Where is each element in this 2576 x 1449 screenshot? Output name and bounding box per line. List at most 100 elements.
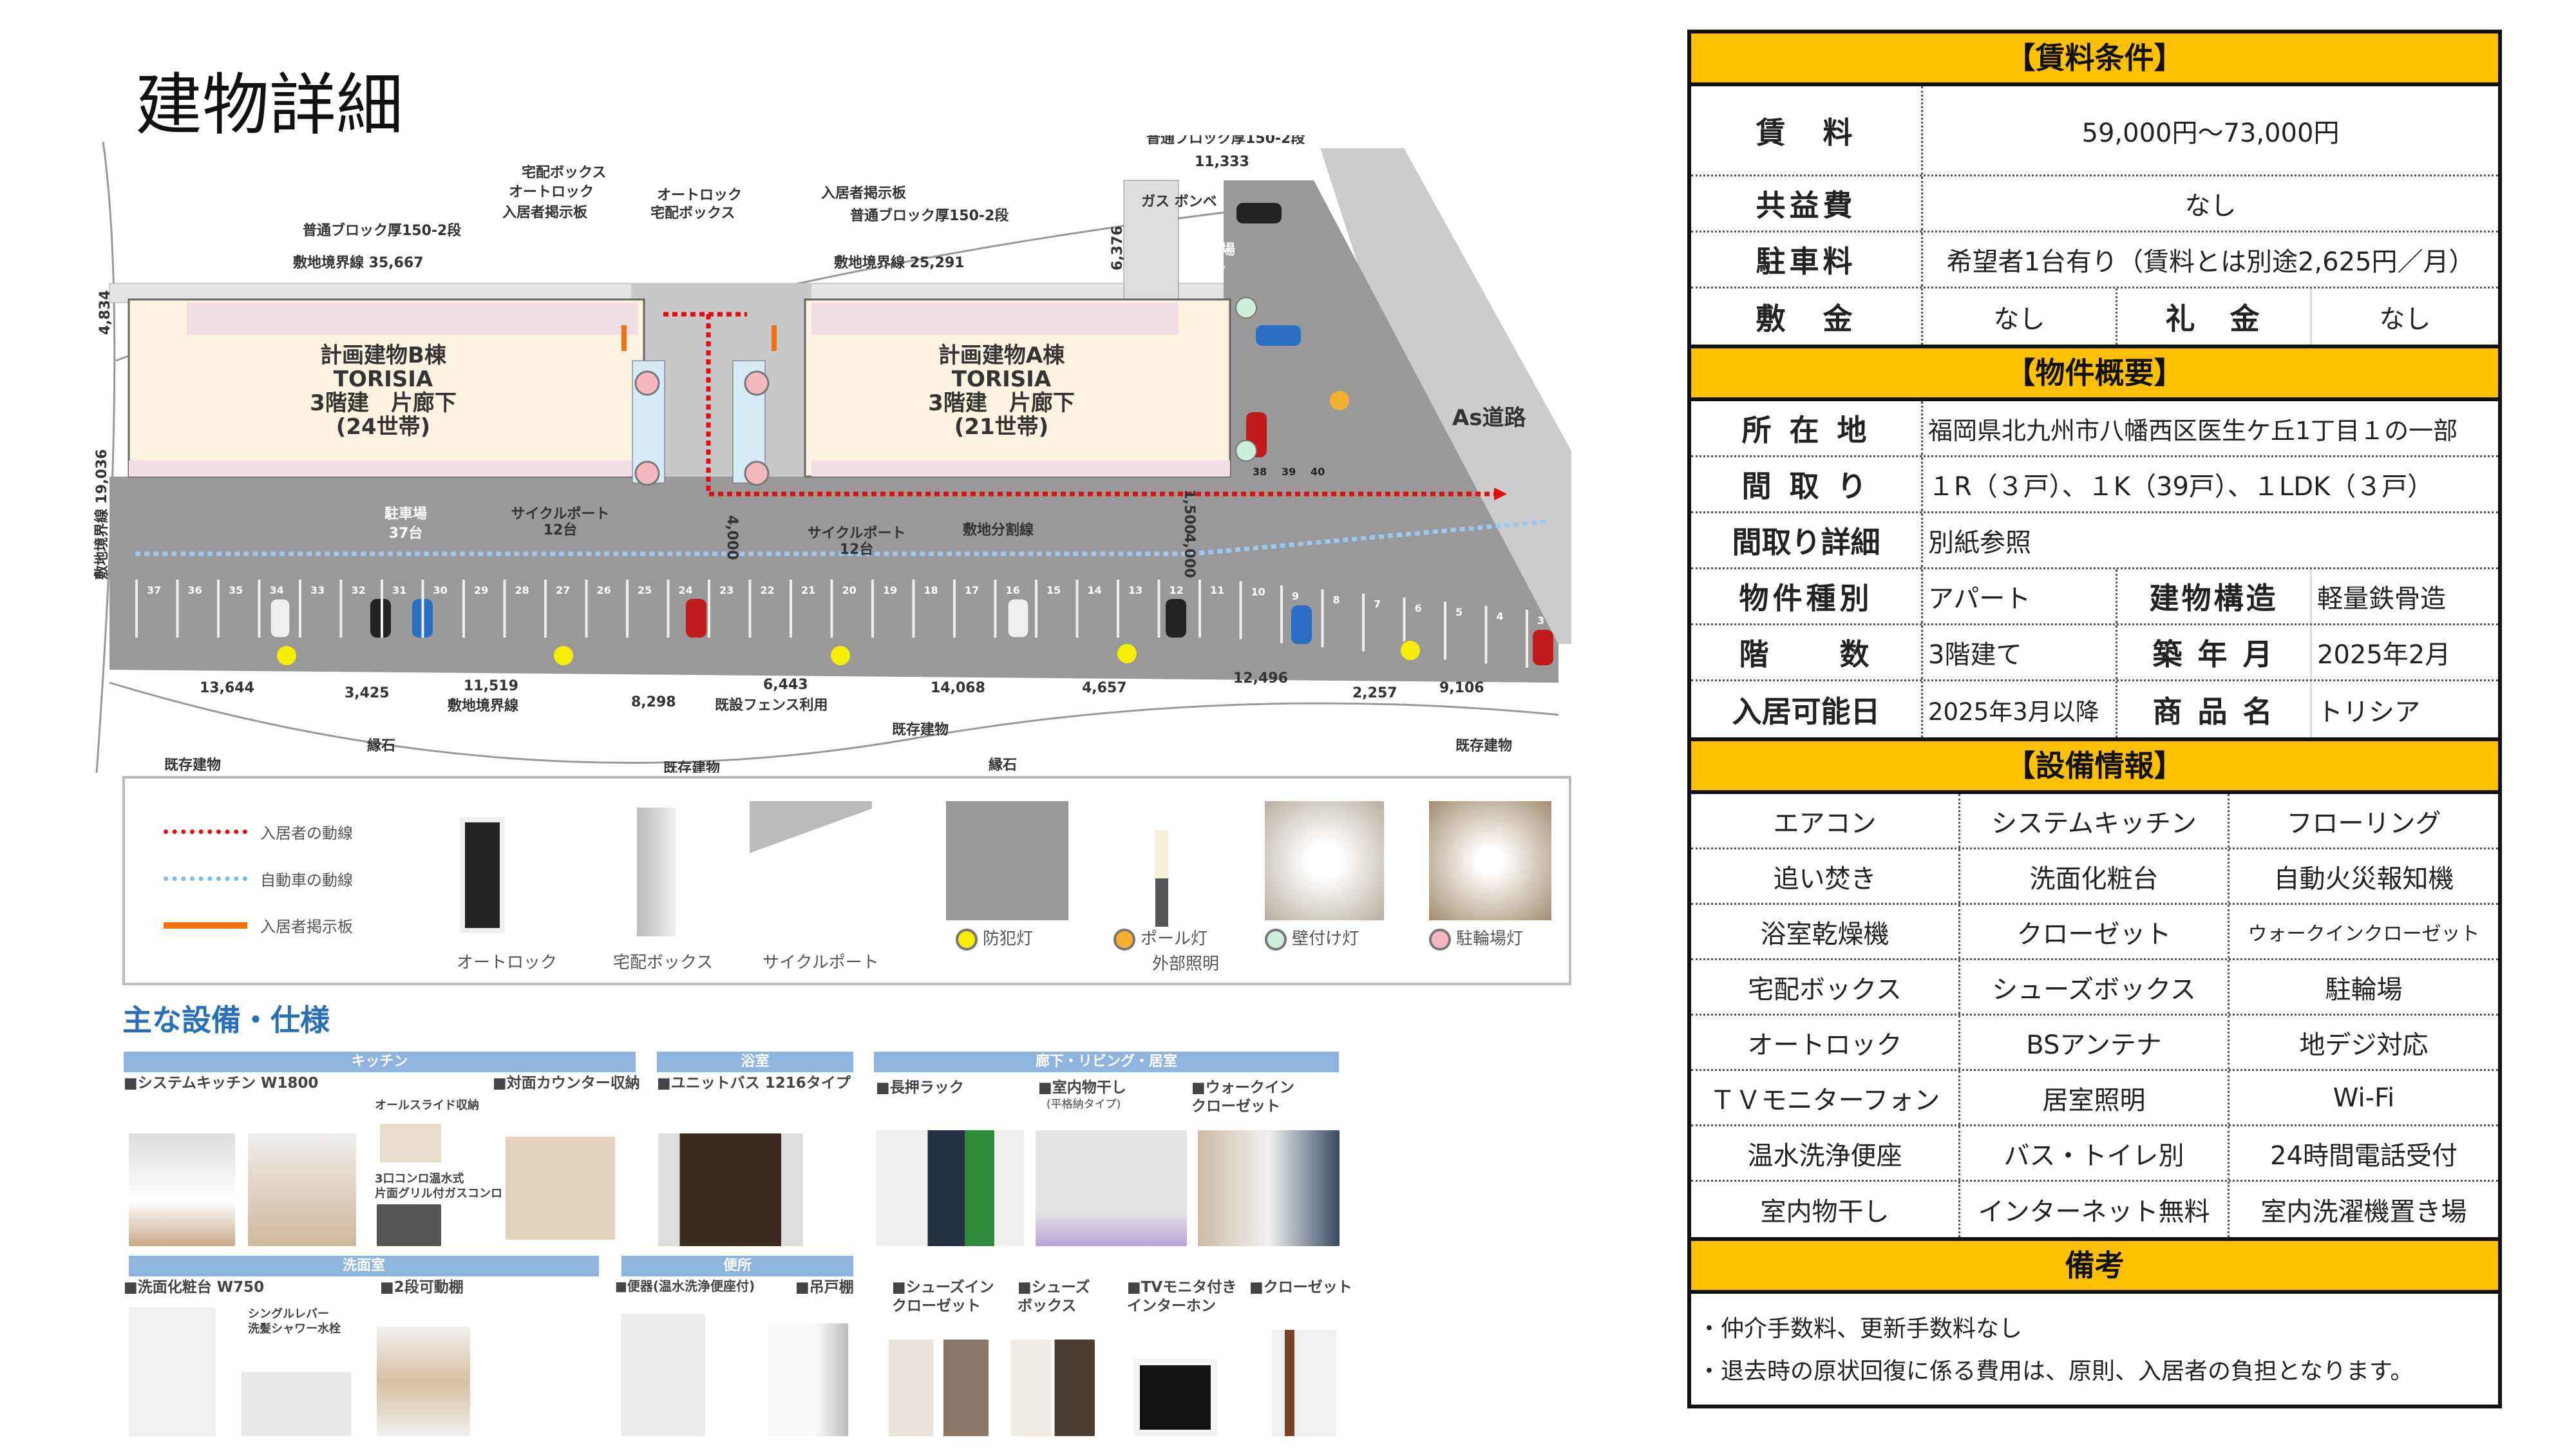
row-address: 所 在 地福岡県北九州市八幡西区医生ケ丘1丁目１の一部 <box>1691 401 2498 457</box>
dim-bottom: 14,068 <box>931 680 985 696</box>
dim-bottom: 9,106 <box>1439 680 1484 696</box>
stall-number: 18 <box>924 584 938 596</box>
page-title: 建物詳細 <box>135 66 404 144</box>
remarks: ・仲介手数料、更新手数料なし ・退去時の原状回復に係る費用は、原則、入居者の負担… <box>1691 1294 2498 1405</box>
equipment-item: エアコン <box>1691 794 1960 848</box>
closet-photo <box>1272 1330 1336 1436</box>
item-rack: ■長押ラック <box>876 1079 964 1096</box>
gas-area <box>1123 180 1179 303</box>
cars <box>270 203 1553 665</box>
equipment-item: 居室照明 <box>1960 1071 2230 1124</box>
row-parking: 駐車料希望者1台有り（賃料とは別途2,625円／月） <box>1691 232 2498 289</box>
stall-divider <box>258 580 261 638</box>
equipment-row: エアコンシステムキッチンフローリング <box>1691 794 2498 849</box>
item-closet: ■クローゼット <box>1249 1279 1352 1296</box>
svg-text:8台: 8台 <box>1202 261 1226 278</box>
stall-divider <box>1444 601 1446 660</box>
cycle-light-photo <box>1429 801 1551 920</box>
dim-bottom: 3,425 <box>345 685 390 701</box>
pole-light <box>1329 390 1350 412</box>
dim-4000: 4,000 <box>1181 533 1197 578</box>
vanity-photo <box>129 1307 216 1436</box>
resident-route <box>663 312 1494 497</box>
dim-bottom: 6,443 <box>763 677 808 693</box>
equipment-item: 駐輪場 <box>2325 974 2403 1005</box>
stall-divider <box>912 580 915 638</box>
rack-photo <box>876 1130 1024 1246</box>
equipment-item: 洗面化粧台 <box>1960 849 2230 903</box>
stall-divider <box>381 580 383 638</box>
label: 商 品 名 <box>2117 681 2312 737</box>
stall-divider <box>339 580 343 638</box>
equipment-item: オートロック <box>1691 1016 1960 1069</box>
label: 入居可能日 <box>1691 681 1923 737</box>
dim-left: 4,834 <box>97 290 113 335</box>
stall-divider <box>626 580 629 638</box>
equipment-item: 浴室乾燥機 <box>1691 905 1960 958</box>
value: 福岡県北九州市八幡西区医生ケ丘1丁目１の一部 <box>1928 416 2458 445</box>
svg-text:3階建 片廊下: 3階建 片廊下 <box>310 390 457 416</box>
label: 敷 金 <box>1691 289 1923 345</box>
equipment-row: 宅配ボックスシューズボックス 駐輪場 <box>1691 960 2498 1016</box>
label: 共益費 <box>1691 176 1923 231</box>
stall-number: 10 <box>1251 585 1265 598</box>
stall-divider <box>544 580 547 638</box>
block-wall-label: 普通ブロック厚150-2段 <box>850 207 1009 224</box>
slide-storage-photo <box>380 1124 441 1162</box>
callout-delivery-box-b: 宅配ボックス <box>522 164 606 181</box>
category-washroom: 洗面室 <box>129 1256 599 1276</box>
stall-number: 40 <box>1311 466 1325 478</box>
category-kitchen: キッチン <box>124 1052 636 1072</box>
legend-car-route: 自動車の動線 <box>164 867 353 890</box>
item-shelf: ■2段可動棚 <box>380 1279 464 1296</box>
stall-number: 39 <box>1282 466 1296 478</box>
svg-text:計画建物A棟: 計画建物A棟 <box>938 343 1065 368</box>
item-cabinet: ■吊戸棚 <box>795 1279 854 1296</box>
yellow-dot-icon <box>956 928 978 951</box>
notice-board-a <box>772 325 777 351</box>
stall-number: 11 <box>1210 584 1224 596</box>
row-layout-detail: 間取り詳細別紙参照 <box>1691 513 2498 569</box>
stall-divider <box>1321 589 1324 648</box>
callout-notice-a: 入居者掲示板 <box>821 185 907 202</box>
equipment-item: 宅配ボックス <box>1691 960 1960 1014</box>
stall-number: 20 <box>842 584 857 596</box>
stall-divider <box>176 580 179 638</box>
label: 階 数 <box>1691 625 1923 679</box>
item-stove: 3口コンロ温水式 片面グリル付ガスコンロ <box>375 1172 502 1200</box>
value: 希望者1台有り（賃料とは別途2,625円／月） <box>1946 247 2475 277</box>
row-type: 物件種別アパート建物構造軽量鉄骨造 <box>1691 569 2498 625</box>
block-wall-label: 普通ブロック厚150-2段 <box>303 222 461 239</box>
walkin-closet-photo <box>1198 1130 1340 1246</box>
indoor-dry-photo <box>1036 1130 1187 1246</box>
equipment-item: シューズボックス <box>1960 960 2230 1014</box>
item-system-kitchen: ■システムキッチン W1800 <box>124 1075 319 1092</box>
dim-bottom: 4,657 <box>1082 680 1127 696</box>
stall-divider <box>1075 580 1079 638</box>
legend-label: 入居者の動線 <box>260 824 353 842</box>
stall-divider <box>1280 585 1283 643</box>
shoes-box-photo <box>1011 1340 1095 1436</box>
svg-text:TORISIA: TORISIA <box>334 366 433 392</box>
callout-notice-b: 入居者掲示板 <box>502 204 588 221</box>
boundary-north-b: 敷地境界線 35,667 <box>293 254 424 271</box>
legend-wall-light: 壁付け灯 <box>1265 925 1359 951</box>
curb-label: 縁石 <box>989 757 1017 773</box>
stall-divider <box>790 580 792 638</box>
cycle-port-photo <box>750 801 872 930</box>
label: 築 年 月 <box>2117 625 2312 679</box>
parking-lot <box>109 180 1558 683</box>
stall-number: 30 <box>433 584 448 596</box>
item-wic: ■ウォークイン クローゼット <box>1191 1079 1294 1115</box>
svg-text:サイクルポート: サイクルポート <box>808 525 906 542</box>
item-dry: ■室内物干し <box>1038 1079 1126 1096</box>
shoes-in-closet-photo <box>889 1340 989 1436</box>
svg-text:サイクルポート: サイクルポート <box>511 506 610 522</box>
equipment-item: 室内洗濯機置き場 <box>2260 1197 2467 1227</box>
legend-caption: オートロック <box>457 953 558 972</box>
legend-notice-board: 入居者掲示板 <box>164 914 353 936</box>
